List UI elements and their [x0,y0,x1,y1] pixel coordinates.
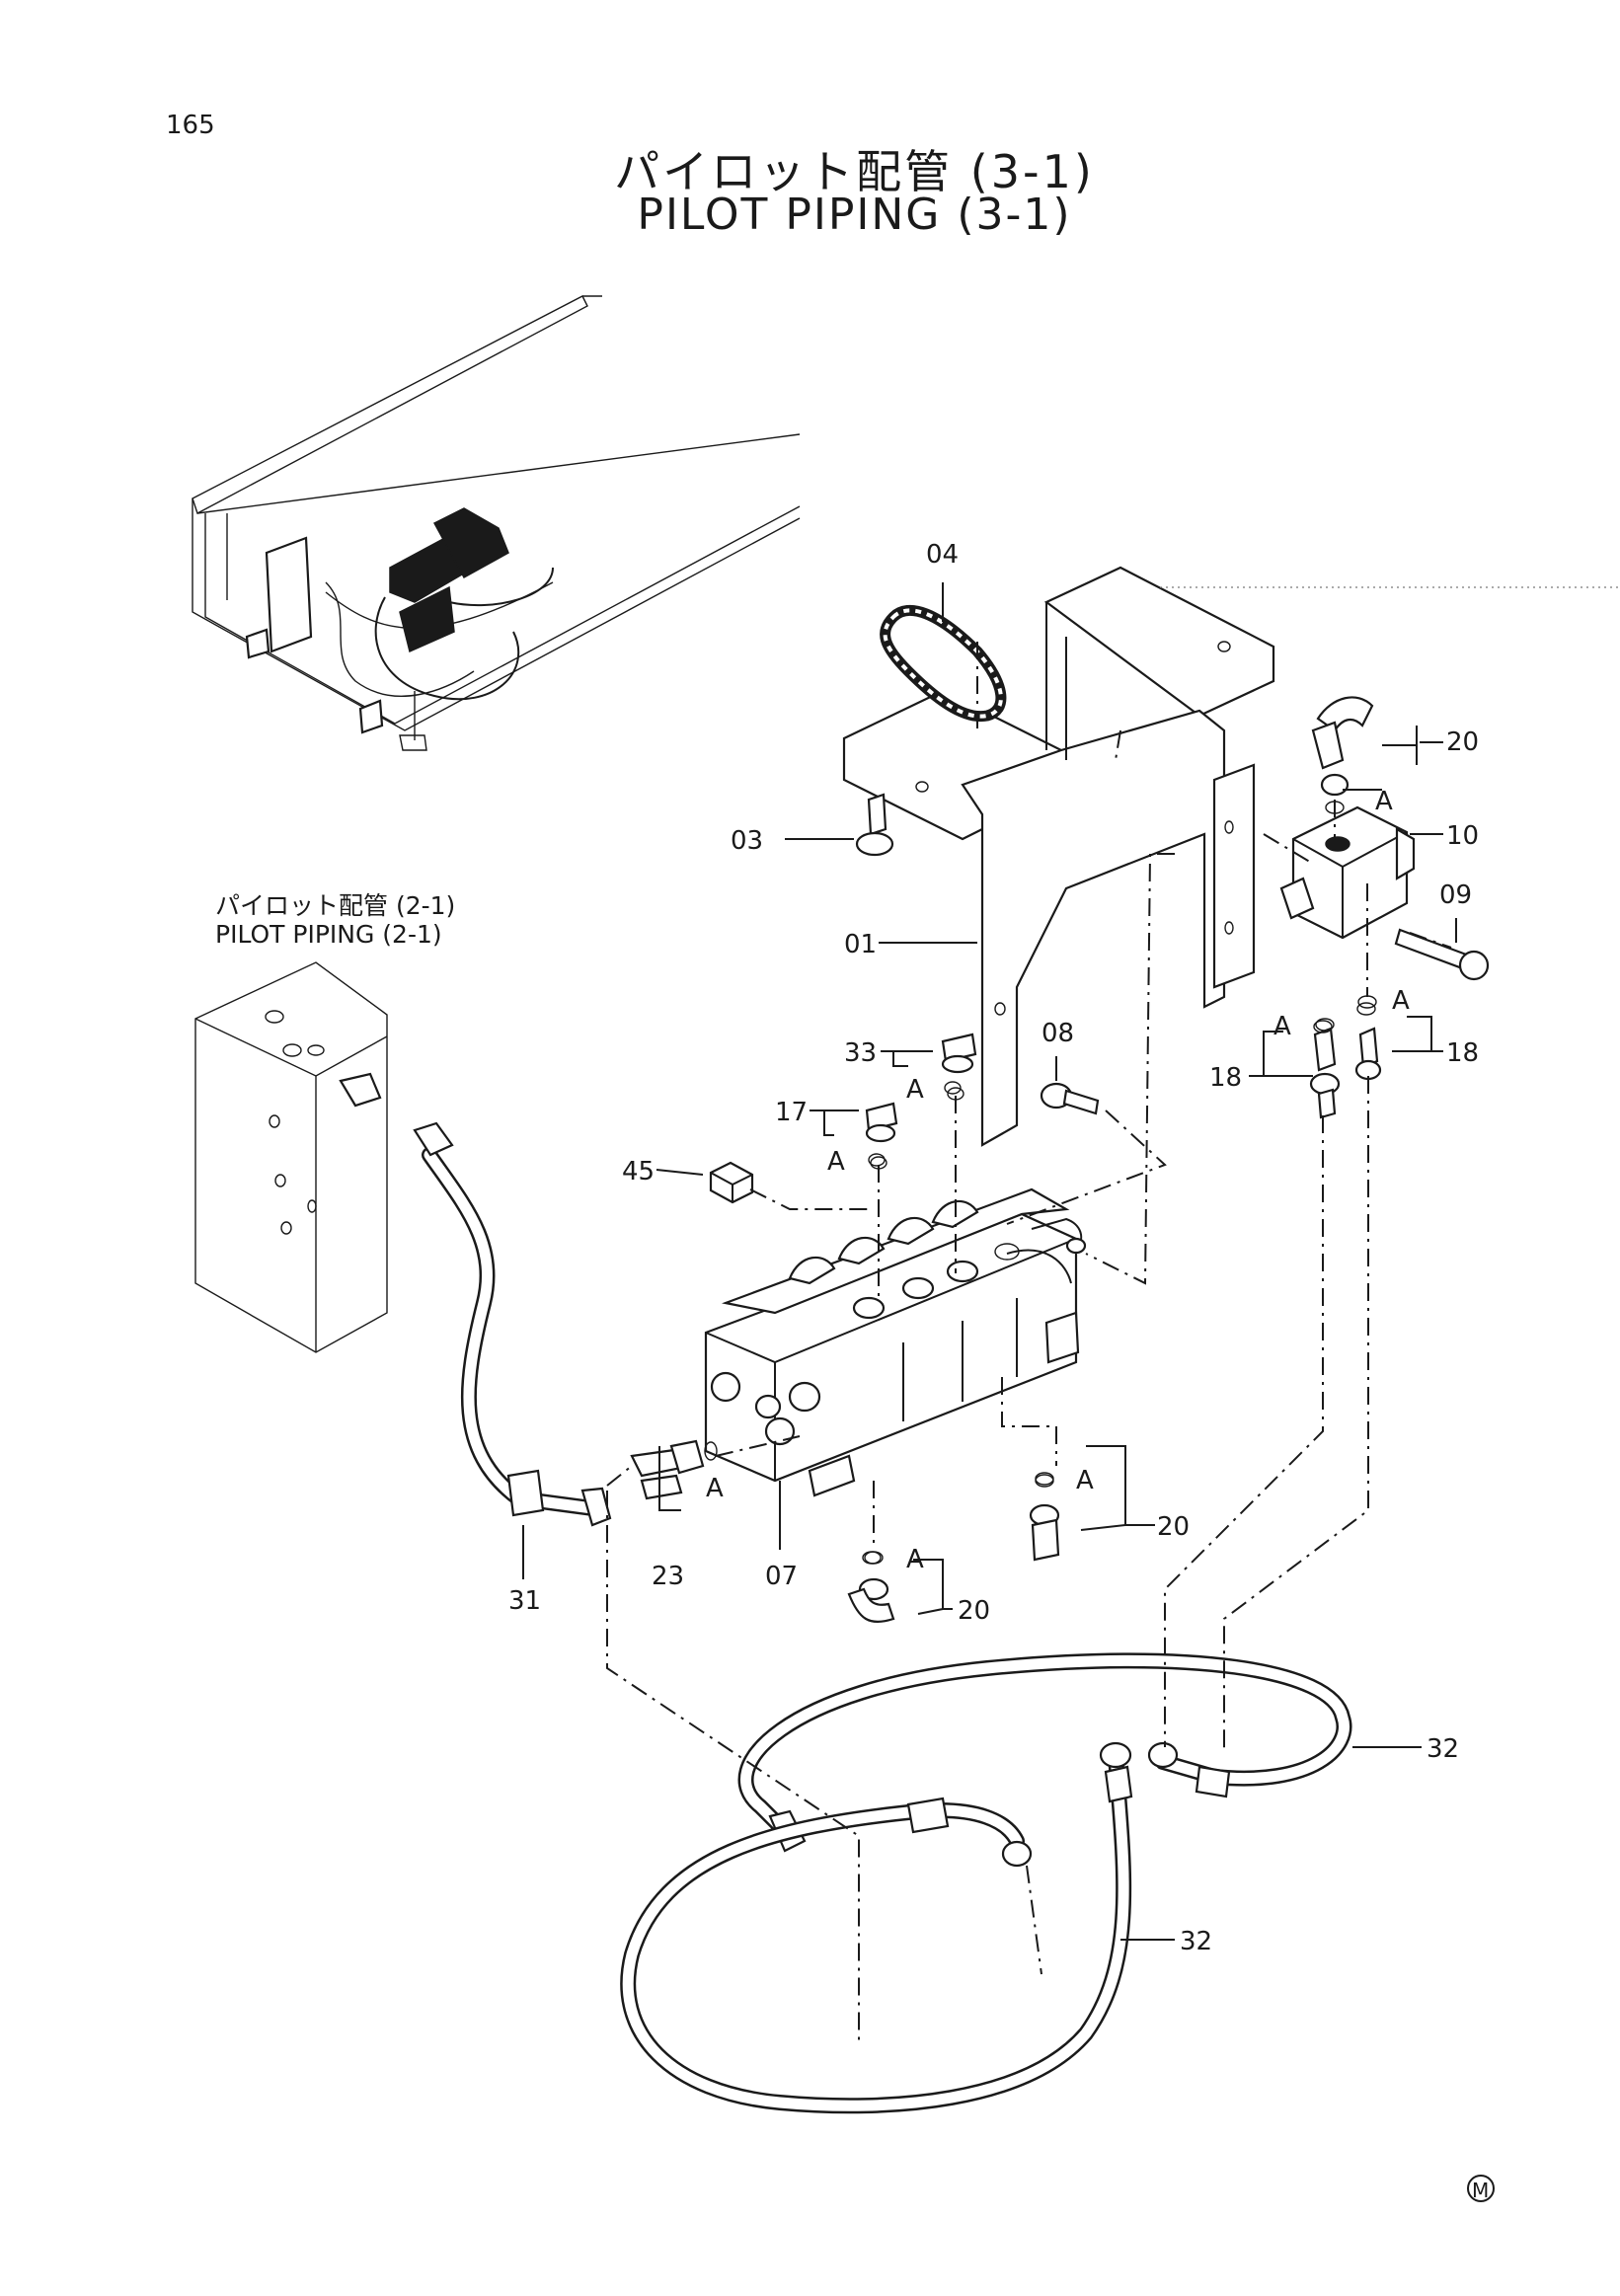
o-ring-label: A [1273,1012,1291,1041]
assembly-lines [606,586,1620,2043]
bolt-08 [1040,1082,1100,1115]
o-ring-label: A [1392,986,1410,1016]
hose-32-lower [620,1741,1133,2114]
callout-03: 03 [731,826,763,856]
control-valve-07 [704,1187,1087,1497]
reference-label-japanese: パイロット配管 (2-1) [215,891,456,920]
elbow-fitting-20-top [1311,696,1374,814]
callout-45: 45 [622,1157,655,1186]
reference-label-english: PILOT PIPING (2-1) [215,920,442,949]
callout-31: 31 [508,1586,541,1616]
bolt-03 [855,793,894,857]
leader-lines [522,582,1457,1941]
o-ring-label: A [906,1545,924,1574]
connector-20-lower-right [1029,1474,1060,1562]
tee-adapter-23 [630,1439,718,1500]
adapter-18-left [1309,1020,1341,1119]
callout-07: 07 [765,1562,798,1591]
callout-18: 18 [1209,1063,1242,1093]
callout-20: 20 [1446,727,1479,757]
o-ring-label: A [906,1075,924,1105]
callout-01: 01 [844,930,877,959]
shuttle-valve-10 [1279,805,1416,940]
adapter-18-right [1354,1002,1382,1081]
manufacturer-mark: M [1467,2175,1495,2202]
bolt-09 [1394,928,1490,981]
o-ring-label: A [706,1474,724,1503]
machine-overview [192,295,801,751]
pilot-valve-block [194,961,388,1353]
callout-08: 08 [1041,1019,1074,1048]
title-english: PILOT PIPING (3-1) [637,190,1072,240]
callout-20: 20 [1157,1512,1190,1542]
callout-17: 17 [775,1098,808,1127]
o-ring-label: A [1375,787,1393,816]
title-japanese: パイロット配管 (3-1) [614,145,1095,198]
plug-33 [941,1033,977,1101]
elbow-20-lower-left [847,1551,895,1624]
callout-32: 32 [1180,1927,1212,1956]
hose-31 [413,1121,612,1527]
callout-32: 32 [1427,1734,1459,1764]
page-number: 165 [166,111,215,140]
bracket-01 [842,566,1275,1147]
hose-32-upper [737,1652,1352,1853]
operator-controls-icon [374,507,554,701]
grommet-04 [880,604,1007,723]
o-ring-label: A [1076,1466,1094,1495]
plug-17 [865,1102,898,1170]
o-ring-markers [862,995,1377,1565]
callout-23: 23 [652,1562,684,1591]
callout-18: 18 [1446,1038,1479,1068]
manufacturer-mark-letter: M [1472,2179,1489,2202]
callout-09: 09 [1439,880,1472,910]
callout-33: 33 [844,1038,877,1068]
callout-04: 04 [926,540,959,570]
block-45 [709,1161,754,1204]
callout-10: 10 [1446,821,1479,851]
o-ring-label: A [827,1147,845,1177]
callout-20: 20 [958,1596,990,1626]
